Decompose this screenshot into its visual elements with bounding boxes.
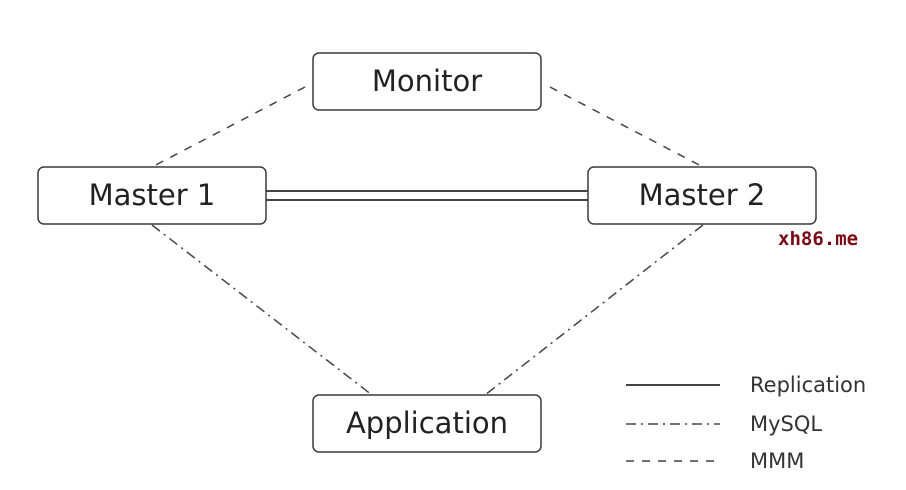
mysql-link-master2-application xyxy=(484,224,704,396)
legend-label-mmm: MMM xyxy=(750,449,804,473)
legend: Replication MySQL MMM xyxy=(626,373,866,473)
application-label: Application xyxy=(346,406,508,440)
mysql-link-master1-application xyxy=(151,224,373,396)
master1-node: Master 1 xyxy=(37,166,267,225)
legend-label-mysql: MySQL xyxy=(750,412,822,436)
mmm-link-monitor-master1 xyxy=(151,86,306,168)
mmm-link-monitor-master2 xyxy=(549,86,704,168)
legend-label-replication: Replication xyxy=(750,373,866,397)
master2-node: Master 2 xyxy=(587,166,817,225)
monitor-node: Monitor xyxy=(312,52,542,111)
replication-link-master1-master2 xyxy=(266,190,588,201)
master2-label: Master 2 xyxy=(639,178,766,212)
watermark-text: xh86.me xyxy=(778,228,858,250)
application-node: Application xyxy=(312,394,542,453)
monitor-label: Monitor xyxy=(372,64,482,98)
master1-label: Master 1 xyxy=(89,178,216,212)
